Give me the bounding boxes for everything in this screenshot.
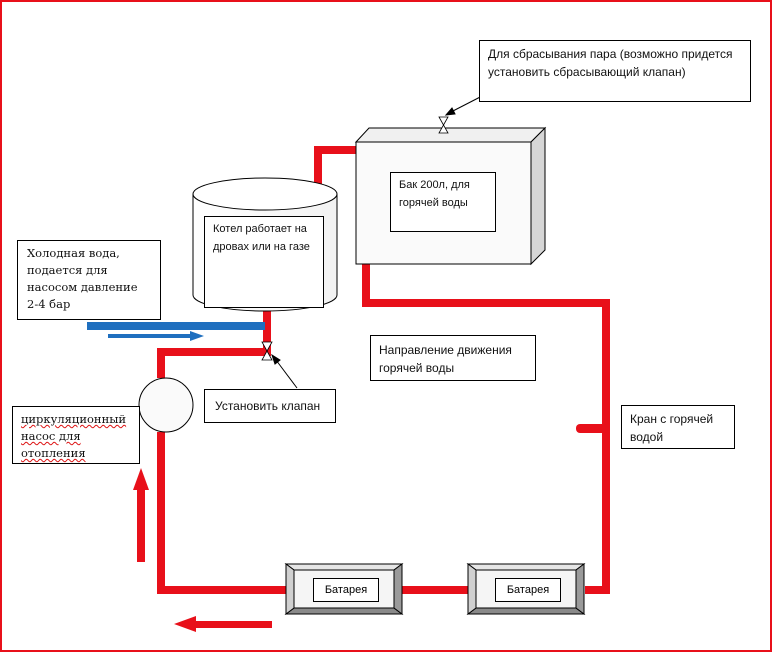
- pipe-pump-to-boiler: [157, 310, 271, 378]
- steam-label: Для сбрасывания пара (возможно придется …: [479, 40, 751, 102]
- pipe-battery-to-pump: [157, 432, 286, 594]
- tank-label-text: Бак 200л, для горячей воды: [399, 179, 470, 209]
- pump-label-text: циркуляционный насос для отопления: [21, 412, 127, 460]
- cold-water-arrow-head: [190, 331, 204, 341]
- arrow-up: [133, 468, 149, 562]
- direction-label-text: Направление движения горячей воды: [379, 343, 512, 375]
- pump: [138, 377, 194, 433]
- pipe-tank-to-tap: [362, 260, 610, 594]
- tap-fitting: [576, 424, 608, 433]
- steam-valve-icon: [438, 116, 449, 134]
- battery-2-label: Батарея: [495, 578, 561, 602]
- tank-label: Бак 200л, для горячей воды: [390, 172, 496, 232]
- cold-water-pipe: [87, 322, 265, 330]
- battery-1-label: Батарея: [313, 578, 379, 602]
- leader-arrows: [271, 93, 487, 389]
- tap-label: Кран с горячей водой: [621, 405, 735, 449]
- valve-label-text: Установить клапан: [215, 399, 321, 413]
- boiler-label: Котел работает на дровах или на газе: [204, 216, 324, 308]
- boiler-label-text: Котел работает на дровах или на газе: [213, 223, 310, 253]
- cold-water-label: Холодная вода, подается для насосом давл…: [17, 240, 161, 320]
- steam-label-text: Для сбрасывания пара (возможно придется …: [488, 47, 733, 79]
- cold-water-label-text: Холодная вода, подается для насосом давл…: [27, 246, 138, 311]
- direction-label: Направление движения горячей воды: [370, 335, 536, 381]
- pump-label: циркуляционный насос для отопления: [12, 406, 140, 464]
- pipe-boiler-to-tank: [314, 146, 358, 193]
- tap-label-text: Кран с горячей водой: [630, 412, 714, 444]
- valve-icon: [261, 341, 273, 361]
- hot-pipes: [157, 146, 610, 594]
- valve-label: Установить клапан: [204, 389, 336, 423]
- arrow-left: [174, 616, 272, 632]
